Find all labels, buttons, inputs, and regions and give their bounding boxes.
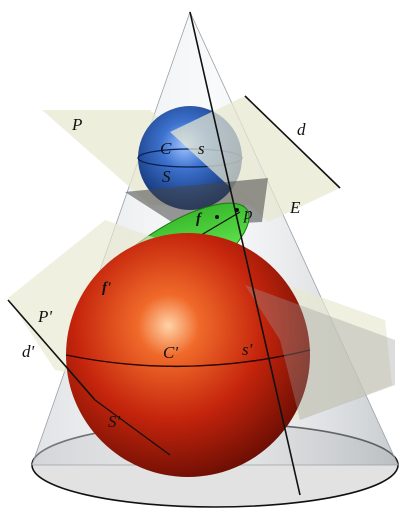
directrix-d-prime [7,299,96,401]
label-S: S [162,167,171,186]
line-S-prime [94,399,171,456]
label-s: s [198,139,205,158]
directrix-d [244,95,341,189]
point-p [235,208,239,212]
point-f [215,215,219,219]
label-E: E [289,198,301,217]
label-C-prime: C' [163,343,178,362]
shadow-large [245,285,395,420]
label-S-prime: S' [108,412,121,431]
label-f-prime: f' [102,280,111,296]
plane-E [170,96,340,222]
label-d: d [297,120,306,139]
label-s-prime: s' [242,340,253,359]
label-C: C [160,139,172,158]
label-P-prime: P' [37,307,52,326]
label-p: p [243,204,253,223]
label-d-prime: d' [22,342,35,361]
large-sphere [66,233,310,477]
circle-C-prime [65,349,311,368]
label-P: P [71,115,82,134]
generatrix-line [189,11,301,496]
label-f: f [196,211,203,227]
